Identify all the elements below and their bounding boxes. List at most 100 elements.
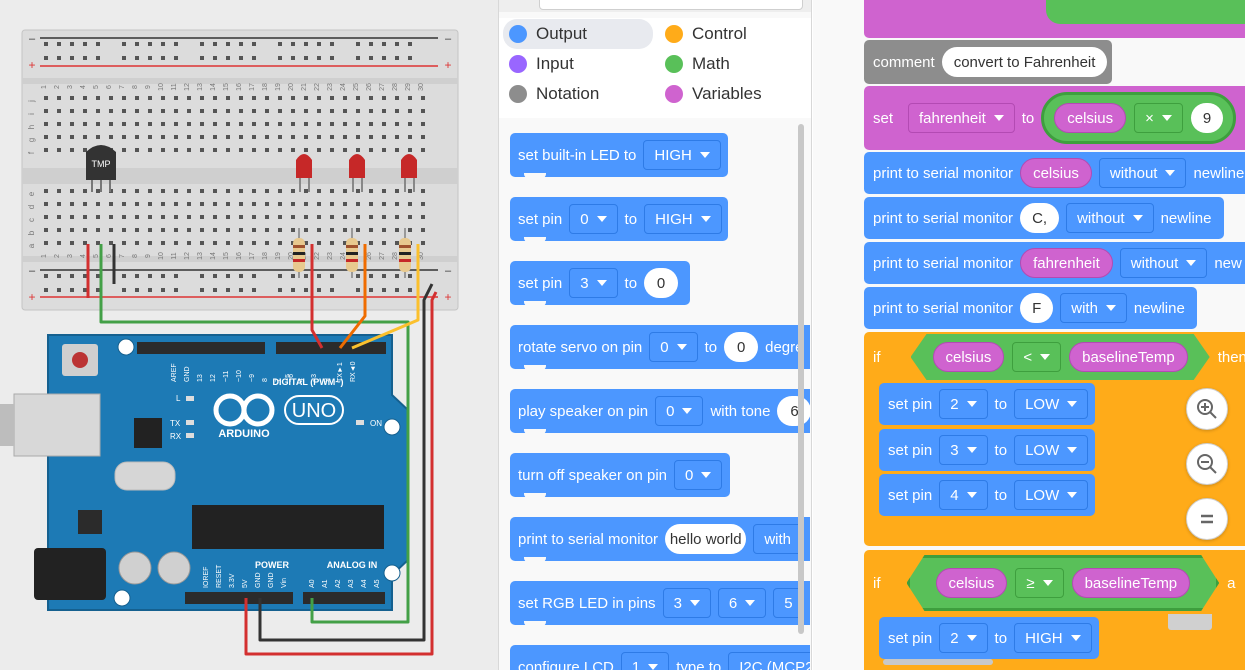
zoom-out-button[interactable] bbox=[1186, 443, 1228, 485]
caret-down-icon bbox=[1067, 447, 1078, 453]
breadboard-column-number: 14 bbox=[210, 83, 217, 91]
category-control[interactable]: Control bbox=[659, 19, 809, 49]
block-print-serial-1[interactable]: print to serial monitor celsius without … bbox=[864, 152, 1245, 194]
newline-mode-dropdown[interactable]: with bbox=[1060, 293, 1127, 323]
pin-dropdown[interactable]: 4 bbox=[939, 480, 988, 510]
block-if-2[interactable]: if celsius ≥ baselineTemp a set pin 2 to… bbox=[864, 550, 1245, 670]
newline-dropdown[interactable]: with bbox=[753, 524, 802, 554]
category-notation[interactable]: Notation bbox=[503, 79, 653, 109]
newline-mode-dropdown[interactable]: without bbox=[1098, 158, 1187, 188]
number-input[interactable]: 9 bbox=[1190, 103, 1224, 133]
led-red-2[interactable] bbox=[349, 154, 365, 192]
comparison-operator-dropdown[interactable]: < bbox=[1012, 342, 1061, 372]
palette-tab[interactable] bbox=[539, 0, 803, 10]
block-set-rgb-led[interactable]: set RGB LED in pins 3 6 5 bbox=[510, 581, 810, 625]
category-input[interactable]: Input bbox=[503, 49, 653, 79]
block-set-pin-value[interactable]: set pin 3 to 0 bbox=[510, 261, 690, 305]
print-value[interactable]: F bbox=[1020, 293, 1054, 323]
workspace-scroll-handle[interactable] bbox=[1168, 614, 1212, 630]
comment-text-input[interactable]: convert to Fahrenheit bbox=[941, 47, 1108, 77]
pin-state-dropdown[interactable]: LOW bbox=[1014, 480, 1089, 510]
print-value[interactable]: celsius bbox=[1020, 158, 1092, 188]
block-palette[interactable]: Output Control Input Math Notation Varia… bbox=[498, 0, 812, 670]
block-rotate-servo[interactable]: rotate servo on pin 0 to 0 degre bbox=[510, 325, 810, 369]
block-turn-off-speaker[interactable]: turn off speaker on pin 0 bbox=[510, 453, 730, 497]
pin-dropdown[interactable]: 0 bbox=[649, 332, 698, 362]
breadboard-column-number: 17 bbox=[249, 252, 256, 260]
block-print-serial-4[interactable]: print to serial monitor F with newline bbox=[864, 287, 1197, 329]
palette-scrollbar[interactable] bbox=[798, 124, 804, 634]
partial-block-top[interactable] bbox=[864, 0, 1245, 38]
print-value[interactable]: fahrenheit bbox=[1020, 248, 1113, 278]
led-red-3[interactable] bbox=[401, 154, 417, 192]
print-value[interactable]: C, bbox=[1020, 203, 1060, 233]
pin-dropdown[interactable]: 3 bbox=[939, 435, 988, 465]
block-set-pin-high[interactable]: set pin 0 to HIGH bbox=[510, 197, 728, 241]
block-configure-lcd[interactable]: configure LCD 1 type to I2C (MCP2 bbox=[510, 645, 810, 670]
condition-right[interactable]: baselineTemp bbox=[1069, 342, 1188, 372]
palette-blocks[interactable]: set built-in LED to HIGH set pin 0 to HI… bbox=[499, 120, 811, 670]
block-play-speaker[interactable]: play speaker on pin 0 with tone 6 bbox=[510, 389, 810, 433]
pin-state-dropdown[interactable]: HIGH bbox=[644, 204, 722, 234]
condition-right[interactable]: baselineTemp bbox=[1072, 568, 1191, 598]
wires[interactable] bbox=[86, 244, 438, 656]
zoom-fit-button[interactable] bbox=[1186, 498, 1228, 540]
value-input[interactable]: 0 bbox=[644, 268, 679, 298]
block-set-pin-low-4[interactable]: set pin 4 to LOW bbox=[879, 474, 1095, 516]
operator-dropdown[interactable]: × bbox=[1134, 103, 1183, 133]
block-set-pin-low-2[interactable]: set pin 2 to LOW bbox=[879, 383, 1095, 425]
code-workspace[interactable]: comment convert to Fahrenheit set fahren… bbox=[813, 0, 1245, 670]
arduino-uno-board[interactable] bbox=[0, 334, 409, 611]
comparison-condition[interactable]: celsius < baselineTemp bbox=[911, 334, 1210, 380]
led-state-dropdown[interactable]: HIGH bbox=[643, 140, 721, 170]
math-operation[interactable]: celsius × 9 bbox=[1041, 92, 1237, 144]
workspace-horizontal-scrollbar[interactable] bbox=[883, 659, 993, 665]
operand-variable[interactable]: celsius bbox=[1054, 103, 1127, 133]
lcd-number-dropdown[interactable]: 1 bbox=[620, 652, 670, 670]
serial-text-input[interactable]: hello world bbox=[665, 524, 747, 554]
circuit-canvas[interactable]: jihgfedcba112233445566778899101011111212… bbox=[0, 0, 498, 670]
zoom-in-button[interactable] bbox=[1186, 388, 1228, 430]
block-set-variable[interactable]: set fahrenheit to celsius × 9 bbox=[864, 86, 1245, 150]
pin-dropdown[interactable]: 0 bbox=[655, 396, 704, 426]
block-print-serial-3[interactable]: print to serial monitor fahrenheit witho… bbox=[864, 242, 1245, 284]
pin-dropdown[interactable]: 2 bbox=[939, 623, 988, 653]
degrees-input[interactable]: 0 bbox=[724, 332, 759, 362]
block-print-serial-2[interactable]: print to serial monitor C, without newli… bbox=[864, 197, 1224, 239]
pin-state-dropdown[interactable]: LOW bbox=[1014, 389, 1089, 419]
capacitor-2 bbox=[157, 551, 191, 585]
resistor-2[interactable] bbox=[346, 228, 358, 278]
led-red-1[interactable] bbox=[296, 154, 312, 192]
newline-mode-dropdown[interactable]: without bbox=[1066, 203, 1154, 233]
pin-dropdown[interactable]: 0 bbox=[569, 204, 618, 234]
tone-input[interactable]: 6 bbox=[777, 396, 810, 426]
block-set-pin-high-2[interactable]: set pin 2 to HIGH bbox=[879, 617, 1099, 659]
comparison-condition[interactable]: celsius ≥ baselineTemp bbox=[907, 555, 1220, 611]
category-variables[interactable]: Variables bbox=[659, 79, 809, 109]
block-set-builtin-led[interactable]: set built-in LED to HIGH bbox=[510, 133, 728, 177]
rgb-pin-2-dropdown[interactable]: 6 bbox=[717, 588, 767, 618]
rgb-pin-1-dropdown[interactable]: 3 bbox=[662, 588, 711, 618]
condition-left[interactable]: celsius bbox=[933, 342, 1005, 372]
pin-state-dropdown[interactable]: LOW bbox=[1014, 435, 1089, 465]
resistor-1[interactable] bbox=[293, 228, 305, 278]
category-output[interactable]: Output bbox=[503, 19, 653, 49]
pin-dropdown[interactable]: 2 bbox=[939, 389, 988, 419]
temperature-sensor[interactable] bbox=[86, 145, 116, 192]
pin-dropdown[interactable]: 0 bbox=[674, 460, 723, 490]
category-math[interactable]: Math bbox=[659, 49, 809, 79]
comparison-operator-dropdown[interactable]: ≥ bbox=[1015, 568, 1063, 598]
lcd-type-dropdown[interactable]: I2C (MCP2 bbox=[728, 652, 810, 670]
resistor-3[interactable] bbox=[399, 228, 411, 278]
variable-dropdown[interactable]: fahrenheit bbox=[908, 103, 1015, 133]
block-set-pin-low-3[interactable]: set pin 3 to LOW bbox=[879, 429, 1095, 471]
pin-state-dropdown[interactable]: HIGH bbox=[1014, 623, 1092, 653]
condition-left[interactable]: celsius bbox=[936, 568, 1008, 598]
block-print-serial[interactable]: print to serial monitor hello world with bbox=[510, 517, 810, 561]
block-comment[interactable]: comment convert to Fahrenheit bbox=[864, 40, 1112, 84]
block-if-1[interactable]: if celsius < baselineTemp then set pin 2… bbox=[864, 332, 1245, 546]
newline-mode-dropdown[interactable]: without bbox=[1119, 248, 1208, 278]
digital-pin-label: 7 bbox=[275, 378, 282, 382]
pin-dropdown[interactable]: 3 bbox=[569, 268, 618, 298]
